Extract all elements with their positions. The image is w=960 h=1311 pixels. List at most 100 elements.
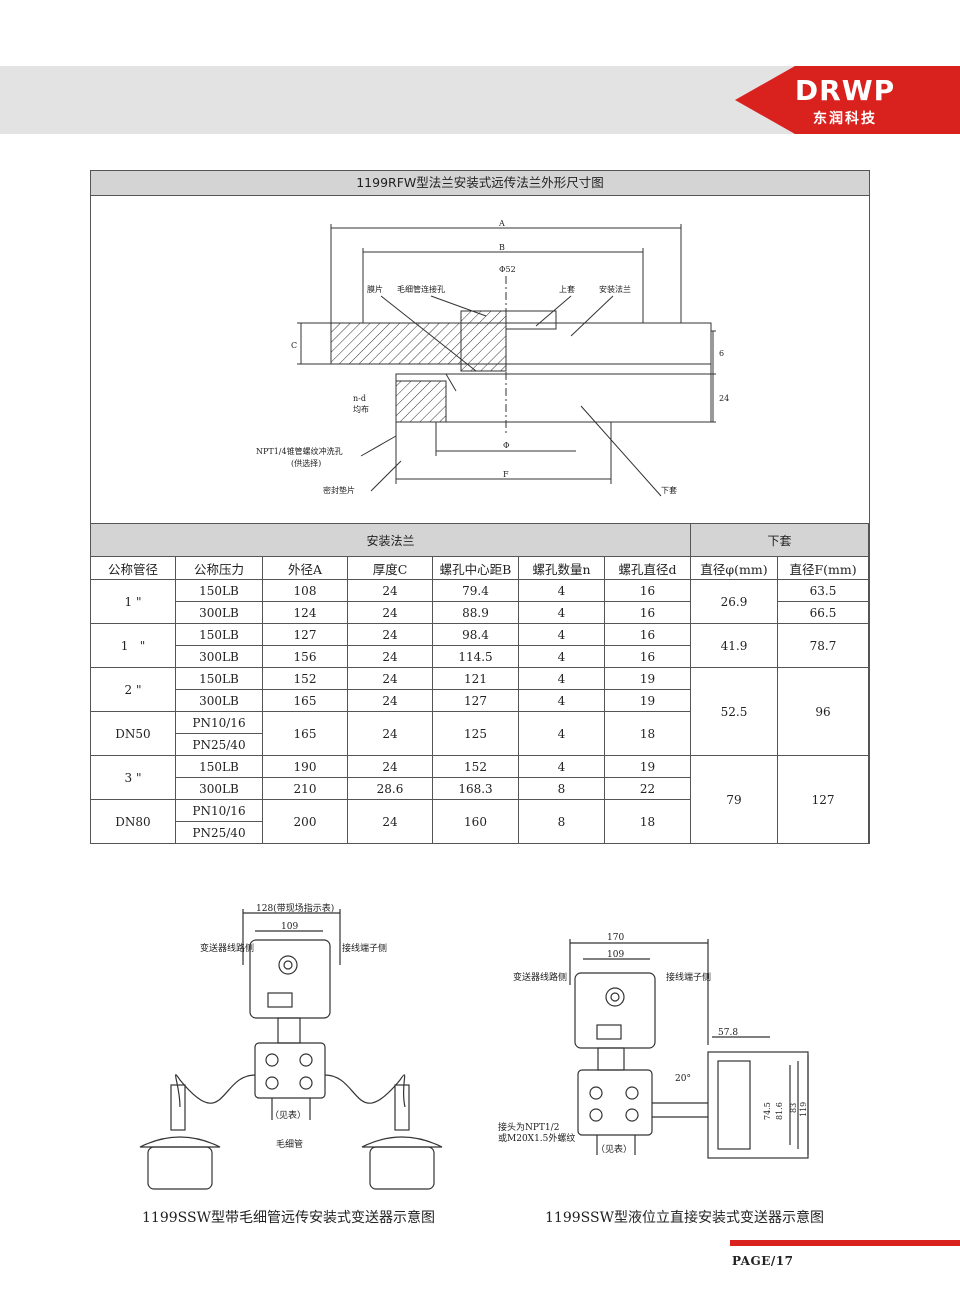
right-angle-20: 20° — [675, 1074, 691, 1084]
cell: 18 — [603, 799, 692, 844]
cell: 16 — [603, 601, 692, 624]
right-figure-caption: 1199SSW型液位立直接安装式变送器示意图 — [545, 1210, 824, 1226]
cell: 63.5 — [777, 579, 870, 602]
flange-section-drawing: A B Φ52 膜片 毛细管连接孔 上套 安装法兰 C n-d 均布 NPT1/… — [256, 219, 729, 497]
nd-label: n-d — [353, 394, 366, 403]
cell: 114.5 — [432, 645, 519, 668]
cell: 300LB — [175, 777, 263, 800]
right-dim-745: 74.5 — [763, 1102, 772, 1120]
right-label-circuit-side: 变送器线路侧 — [513, 971, 567, 983]
table-row: 1 " 150LB 108 24 79.4 4 16 26.9 63.5 — [90, 579, 870, 624]
transmitter-figures: 128(带现场指示表) 109 变送器线路侧 接线端子侧 （见表） 毛细管 17… — [139, 902, 809, 1190]
col-F: 直径F(mm) — [777, 556, 870, 580]
cell: 108 — [262, 579, 348, 602]
cell: 4 — [518, 667, 605, 690]
cell: 125 — [432, 711, 519, 756]
even-label: 均布 — [353, 404, 369, 414]
dim-24-label: 24 — [719, 394, 729, 403]
cell: 18 — [603, 711, 692, 756]
right-label-terminal-side: 接线端子侧 — [666, 971, 711, 983]
cell-size: 3 " — [90, 755, 176, 800]
cell: 200 — [262, 799, 348, 844]
cell: 8 — [518, 799, 605, 844]
cell: 88.9 — [432, 601, 519, 624]
cell: 152 — [262, 667, 348, 690]
dim-A-label: A — [498, 219, 505, 228]
cell: 24 — [347, 601, 433, 624]
right-dim-170: 170 — [607, 933, 624, 943]
cell: 124 — [262, 601, 348, 624]
cell: 24 — [347, 623, 433, 646]
group-sleeve-header: 下套 — [690, 523, 870, 557]
cell: PN25/40 — [175, 821, 263, 844]
dim-phi52-label: Φ52 — [499, 265, 516, 274]
table-row: 300LB 165 24 127 4 19 — [91, 689, 869, 712]
left-transmitter-figure — [139, 909, 443, 1190]
cell: 150LB — [175, 667, 263, 690]
right-joint-npt: 接头为NPT1/2 — [498, 1121, 559, 1133]
cell: 4 — [518, 755, 605, 778]
cell: 127 — [262, 623, 348, 646]
cell: 150LB — [175, 755, 263, 778]
right-transmitter-figure — [569, 939, 809, 1159]
cell: 19 — [603, 689, 692, 712]
table-row: DN80 PN10/16 200 24 160 8 18 — [90, 799, 869, 844]
cell: 190 — [262, 755, 348, 778]
spec-title: 1199RFW型法兰安装式远传法兰外形尺寸图 — [91, 171, 869, 196]
gasket-label: 密封垫片 — [323, 485, 355, 495]
dim-6-label: 6 — [719, 349, 724, 358]
col-C: 厚度C — [347, 556, 433, 580]
group-flange-header: 安装法兰 — [89, 523, 692, 557]
cell: 16 — [603, 645, 692, 668]
cell: 24 — [347, 711, 433, 756]
dim-phi-label: Φ — [503, 441, 510, 450]
footer-bar — [730, 1240, 960, 1246]
col-A: 外径A — [262, 556, 348, 580]
col-d: 螺孔直径d — [603, 556, 692, 580]
left-dim-128: 128(带现场指示表) — [256, 902, 334, 914]
cell-size: 1 " — [90, 579, 176, 624]
cell: PN25/40 — [175, 733, 263, 756]
cell: 66.5 — [777, 601, 870, 624]
flange-drawing: A B Φ52 膜片 毛细管连接孔 上套 安装法兰 C n-d 均布 NPT1/… — [91, 196, 869, 524]
cell: 22 — [603, 777, 692, 800]
cell: 24 — [347, 645, 433, 668]
cell: 300LB — [175, 689, 263, 712]
cell: 24 — [347, 667, 433, 690]
cell: 19 — [603, 667, 692, 690]
col-phi: 直径φ(mm) — [690, 556, 779, 580]
cell: 300LB — [175, 601, 263, 624]
right-dim-83: 83 — [789, 1103, 798, 1113]
cell: 4 — [518, 645, 605, 668]
cell: 79 — [690, 755, 779, 844]
cell: 4 — [518, 579, 605, 602]
cell: PN10/16 — [175, 711, 263, 734]
right-dim-816: 81.6 — [775, 1102, 784, 1120]
cell: 300LB — [175, 645, 263, 668]
cell: 4 — [518, 601, 605, 624]
cell: 79.4 — [432, 579, 519, 602]
cell: 121 — [432, 667, 519, 690]
dim-F-label: F — [503, 470, 509, 479]
table-row: 1 " 150LB 127 24 98.4 4 16 41.9 78.7 — [90, 623, 870, 668]
right-see-table: （见表） — [596, 1143, 632, 1155]
cell: 165 — [262, 711, 348, 756]
cell: 98.4 — [432, 623, 519, 646]
cell: 41.9 — [690, 623, 779, 668]
left-label-terminal-side: 接线端子侧 — [342, 942, 387, 954]
cell: 168.3 — [432, 777, 519, 800]
cell: 16 — [603, 579, 692, 602]
capillary-hole-label: 毛细管连接孔 — [397, 284, 445, 294]
cell: 210 — [262, 777, 348, 800]
cell: 4 — [518, 711, 605, 756]
logo-company-name: 东润科技 — [813, 111, 877, 127]
table-row: 2 " 150LB 152 24 121 4 19 52.5 96 — [90, 667, 870, 756]
left-dim-109: 109 — [281, 922, 298, 932]
cell-size: DN80 — [90, 799, 176, 844]
cell: 78.7 — [777, 623, 870, 668]
cell-size: 1 " — [90, 623, 176, 668]
cell-size: 2 " — [90, 667, 176, 712]
right-dim-109: 109 — [607, 950, 624, 960]
cell: 19 — [603, 755, 692, 778]
cell: 52.5 — [690, 667, 779, 756]
